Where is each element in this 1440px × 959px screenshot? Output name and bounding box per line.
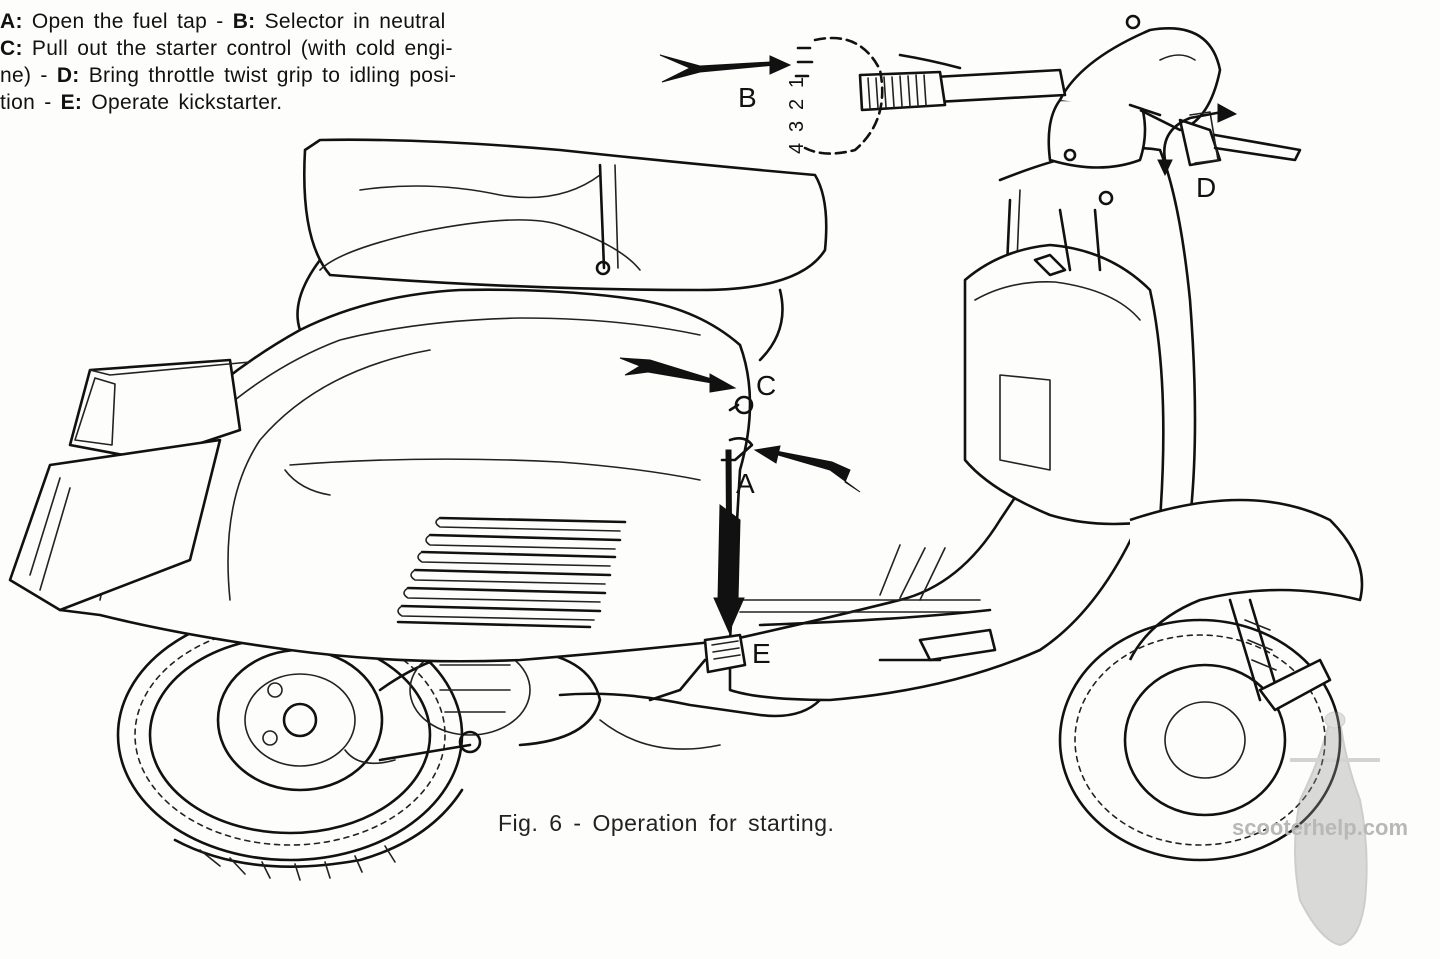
front-wheel: [1058, 498, 1364, 862]
gear-number-2: 2: [786, 99, 808, 110]
arrow-to-a: [775, 450, 861, 493]
key-e: E:: [60, 91, 83, 114]
step-e-text: Operate kickstarter.: [82, 91, 283, 114]
label-c: C: [756, 370, 777, 401]
key-a: A:: [0, 10, 23, 33]
tail-light: [8, 358, 251, 612]
label-a: A: [736, 468, 755, 499]
figure-caption: Fig. 6 - Operation for starting.: [498, 810, 835, 836]
seat: [296, 138, 828, 362]
step-c-text-cont: ne) -: [0, 64, 57, 87]
label-b: B: [738, 82, 757, 113]
label-e: E: [752, 638, 771, 669]
step-a-text: Open the fuel tap -: [22, 10, 233, 33]
instruction-line-2: C: Pull out the starter control (with co…: [0, 35, 620, 62]
pointer-arrows: [619, 54, 1238, 634]
gear-number-4: 4: [786, 143, 808, 154]
step-d-text-cont: tion -: [0, 91, 61, 114]
gear-selector-dial: 2 3 4 1: [786, 36, 884, 155]
handlebar: [858, 14, 1302, 272]
leg-shield: [963, 146, 1197, 527]
fuel-tap-and-choke: [720, 395, 754, 462]
label-d: D: [1196, 172, 1217, 203]
arrow-to-b: [659, 54, 777, 83]
watermark-logo: [1290, 711, 1380, 947]
instruction-line-3: ne) - D: Bring throttle twist grip to id…: [0, 62, 620, 89]
gear-number-1: 1: [786, 77, 808, 88]
watermark-text: scooterhelp.com: [1232, 815, 1409, 840]
key-c: C:: [0, 37, 23, 60]
step-b-text: Selector in neutral: [255, 10, 446, 33]
instructions-text: A: Open the fuel tap - B: Selector in ne…: [0, 8, 620, 116]
step-c-text: Pull out the starter control (with cold …: [22, 37, 453, 60]
key-b: B:: [232, 10, 256, 33]
step-d-text: Bring throttle twist grip to idling posi…: [79, 64, 457, 87]
gear-number-3: 3: [786, 121, 808, 132]
key-d: D:: [56, 64, 80, 87]
instruction-line-1: A: Open the fuel tap - B: Selector in ne…: [0, 8, 620, 35]
instruction-line-4: tion - E: Operate kickstarter.: [0, 89, 620, 116]
engine-unit: [216, 644, 822, 792]
arrow-to-c: [619, 357, 720, 385]
kickstarter: [648, 633, 747, 702]
arrow-to-d: [1162, 110, 1224, 162]
